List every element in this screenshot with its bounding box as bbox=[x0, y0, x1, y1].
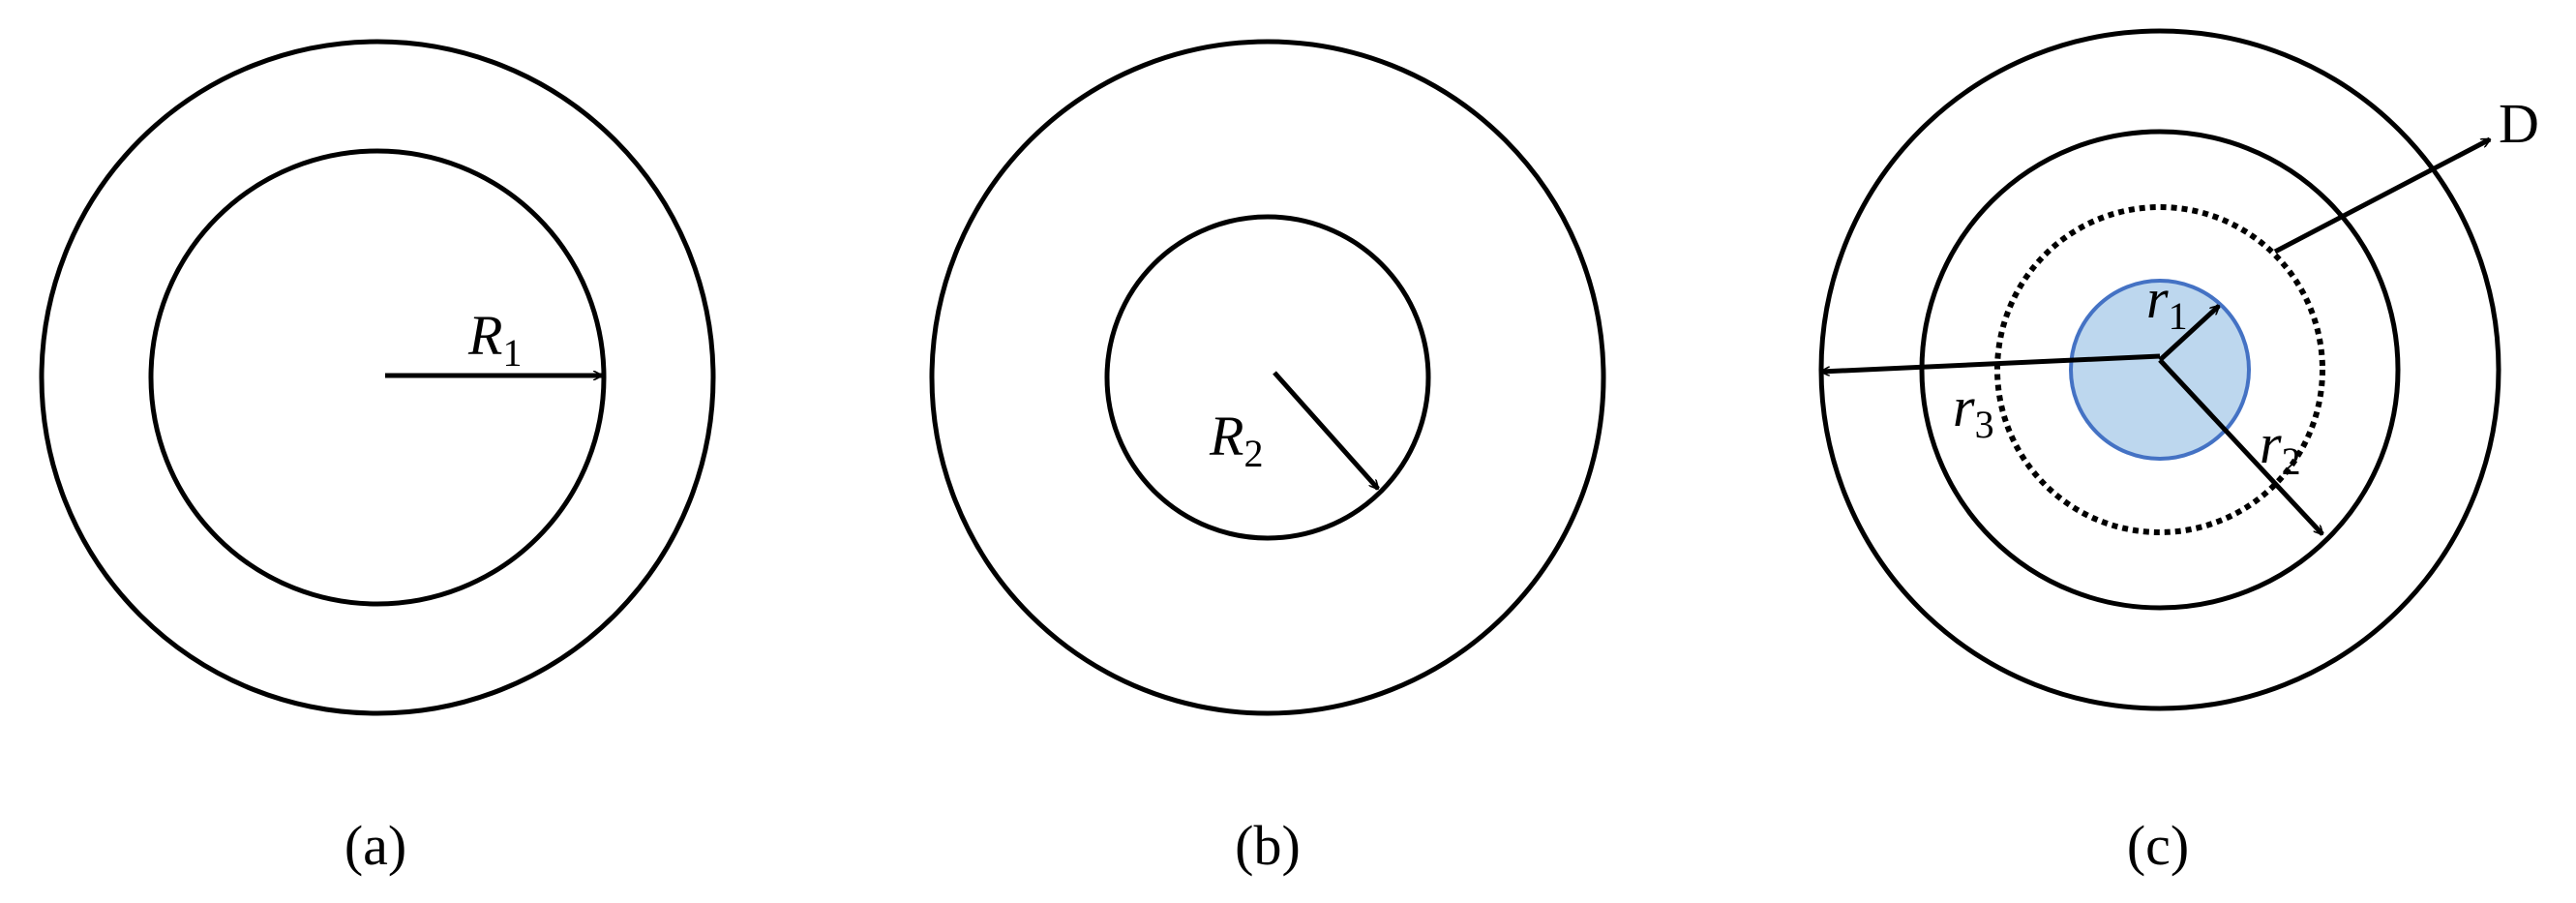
panel-c-inner-disk bbox=[2069, 279, 2251, 461]
panel-c-r1-arrow bbox=[2158, 306, 2219, 362]
panel-a-radius-label: R1 bbox=[467, 304, 522, 375]
panel-c-dotted-circle bbox=[1994, 204, 2325, 535]
panel-b-caption: (b) bbox=[1235, 814, 1301, 877]
panel-c-middle-circle bbox=[1919, 129, 2401, 611]
panel-c-caption: (c) bbox=[2127, 814, 2189, 877]
panel-a-outer-circle bbox=[39, 39, 716, 716]
panel-c-r2-arrow bbox=[2158, 358, 2322, 534]
panel-b-inner-hole bbox=[1104, 214, 1431, 541]
panel-c-r3-arrow bbox=[1821, 353, 2161, 372]
panel-b-radius-label: R2 bbox=[1209, 405, 1263, 475]
panel-c-d-label: D bbox=[2499, 92, 2539, 155]
panel-c-d-arrow bbox=[2273, 136, 2490, 255]
panel-c-r2-label: r2 bbox=[2260, 412, 2301, 483]
panel-c-r3-label: r3 bbox=[1953, 376, 1994, 446]
panel-b-radius-arrow bbox=[1273, 371, 1380, 489]
panel-a-filled-inner-disk bbox=[148, 148, 607, 607]
panel-b: R2 (b) bbox=[929, 39, 1606, 877]
panel-c: r1 r2 r3 D (c) bbox=[1818, 28, 2539, 877]
panel-a: R1 (a) bbox=[39, 39, 716, 877]
panel-a-caption: (a) bbox=[344, 814, 406, 877]
panel-b-filled-outer-disk bbox=[929, 39, 1606, 716]
panel-c-r1-label: r1 bbox=[2146, 267, 2188, 338]
